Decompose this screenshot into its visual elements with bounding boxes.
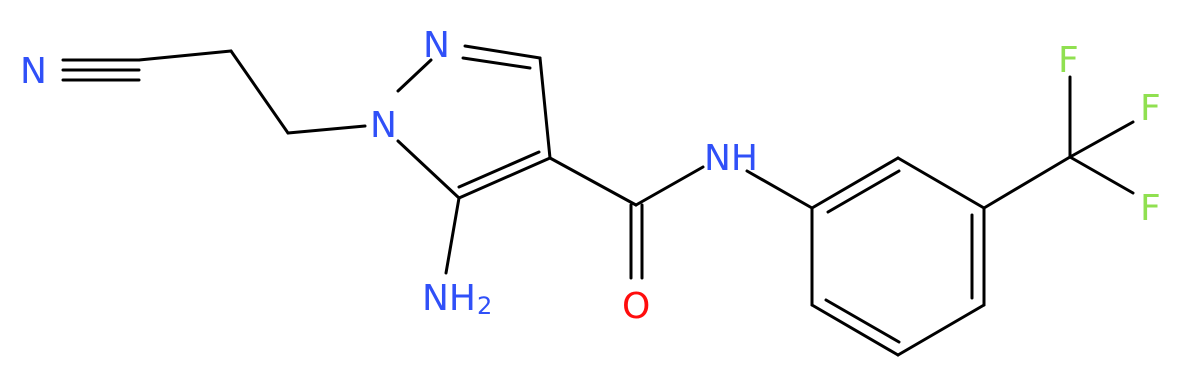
atom-nitrile-n: N [20, 51, 47, 92]
bond-ar2 [896, 156, 986, 210]
bond-ar1-inner [826, 169, 901, 214]
bond-nh-aryl [745, 169, 814, 210]
bond-ar-cf3 [982, 155, 1072, 210]
bond-n2-c3 [463, 44, 542, 60]
atom-fluorine-1: F [1058, 40, 1079, 81]
bond-ar1 [810, 156, 900, 210]
bond-c-f2 [1068, 120, 1135, 159]
atom-amino: NH [422, 278, 476, 319]
atom-fluorine-2: F [1140, 88, 1161, 129]
bond-carbonyl-nh [634, 165, 705, 207]
bond-c-f3 [1068, 155, 1135, 195]
bond-c5-n1 [396, 139, 461, 200]
bond-c3-c4 [538, 56, 552, 160]
bond-ch2-ch2 [229, 49, 290, 135]
bond-ch2-n1 [286, 124, 367, 135]
nitrile-triple-bond [61, 58, 141, 82]
atom-amide-nh: NH [704, 138, 758, 179]
bond-ar4 [896, 303, 986, 357]
atom-amino-subscript: 2 [477, 292, 492, 320]
atom-ring-n2: N [423, 25, 450, 66]
atom-carbonyl-o: O [622, 286, 650, 327]
atom-ring-n1: N [370, 105, 397, 146]
bond-ar5 [810, 303, 900, 357]
bond-ar5-inner [824, 298, 901, 344]
bond-c4-c5 [457, 156, 552, 200]
bond-c4-c5-inner [457, 150, 541, 189]
bond-c5-nh2 [444, 196, 461, 275]
bond-cn-ch2 [137, 49, 233, 62]
bond-c4-carbonyl [548, 156, 638, 207]
bond-n2-c3-inner [461, 56, 532, 70]
atom-fluorine-3: F [1140, 188, 1161, 229]
bond-n1-n2 [396, 58, 433, 93]
